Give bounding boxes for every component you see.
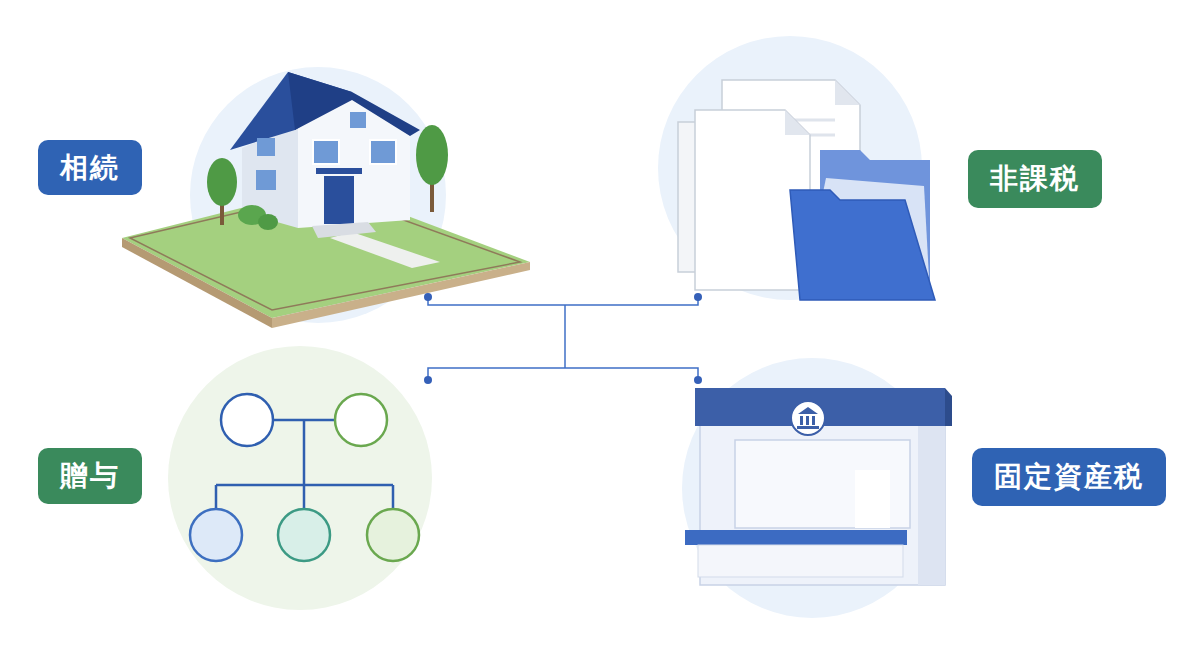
label-pill: 贈与 <box>38 448 142 504</box>
house-illustration <box>122 72 530 328</box>
label-pill: 相続 <box>38 140 142 195</box>
label-pill: 固定資産税 <box>972 448 1166 506</box>
label-text: 非課税 <box>990 160 1080 198</box>
bg-disc <box>168 346 432 610</box>
office-illustration <box>685 388 952 585</box>
hub-connector <box>428 297 698 380</box>
label-text: 贈与 <box>60 457 120 495</box>
connector-dot <box>424 293 702 384</box>
label-text: 固定資産税 <box>994 458 1144 496</box>
documents-illustration <box>678 80 935 300</box>
label-pill: 非課税 <box>968 150 1102 208</box>
family-tree-illustration <box>190 394 419 561</box>
label-text: 相続 <box>60 149 120 187</box>
